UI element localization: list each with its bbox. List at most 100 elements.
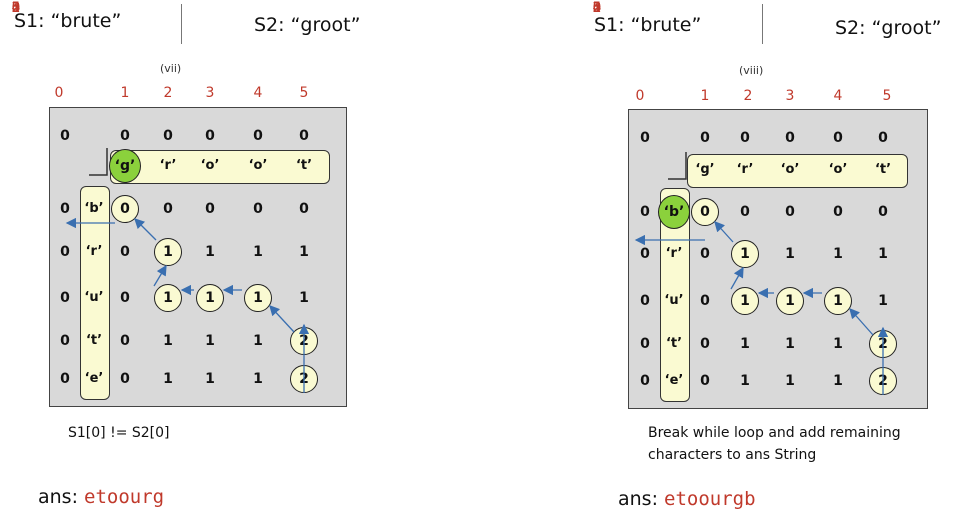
dp-cell: 0	[640, 293, 650, 309]
dp-cell: 1	[878, 293, 888, 309]
dp-cell-circled: 1	[196, 284, 224, 312]
dp-cell: 1	[205, 333, 215, 349]
dp-cell: 0	[60, 371, 70, 387]
note-text: S1[0] != S2[0]	[68, 425, 170, 441]
dp-cell: 0	[640, 336, 650, 352]
step-label: (viii)	[739, 64, 764, 77]
dp-cell: 0	[700, 336, 710, 352]
row-index: 1	[11, 0, 21, 16]
dp-cell: 0	[700, 373, 710, 389]
column-index: 0	[54, 85, 64, 101]
row-index: 4	[592, 0, 602, 16]
dp-cell: 1	[299, 244, 309, 260]
answer-label: ans:	[38, 486, 78, 508]
dp-cell: 0	[120, 244, 130, 260]
traceback-arrow	[849, 308, 874, 336]
row-index: 0	[592, 0, 602, 16]
dp-cell-circled: 1	[776, 287, 804, 315]
header-divider	[181, 4, 182, 44]
dp-cell: 0	[253, 128, 263, 144]
column-index: 2	[743, 88, 753, 104]
dp-cell: 1	[833, 373, 843, 389]
traceback-arrow	[714, 221, 734, 243]
traceback-arrow	[269, 305, 295, 333]
s2-char: ‘o’	[248, 158, 268, 173]
s2-char: ‘g’	[695, 162, 715, 177]
dp-cell: 1	[785, 246, 795, 262]
s1-char: ‘b’	[84, 201, 104, 216]
s1-char: ‘r’	[665, 246, 683, 261]
row-index: 1	[592, 0, 602, 16]
dp-cell: 1	[785, 373, 795, 389]
traceback-arrow	[134, 218, 157, 241]
dp-cell: 1	[833, 246, 843, 262]
dp-cell: 0	[60, 333, 70, 349]
row-index: 4	[11, 0, 21, 16]
column-index: 1	[700, 88, 710, 104]
dp-cell: 1	[253, 244, 263, 260]
dp-cell: 0	[740, 204, 750, 220]
dp-cell: 0	[640, 373, 650, 389]
dp-cell: 0	[60, 290, 70, 306]
dp-cell: 0	[740, 130, 750, 146]
traceback-arrow	[730, 266, 744, 290]
column-index: 3	[205, 85, 215, 101]
row-index: 0	[11, 0, 21, 16]
dp-cell: 0	[785, 130, 795, 146]
dp-cell-circled: 0	[111, 195, 139, 223]
s2-char-highlight: ‘g’	[109, 149, 141, 183]
column-index: 2	[163, 85, 173, 101]
dp-cell-circled: 1	[154, 238, 182, 266]
dp-cell: 0	[833, 130, 843, 146]
s2-label: S2: “groot”	[835, 17, 942, 39]
dp-cell: 1	[205, 371, 215, 387]
dp-cell: 1	[740, 336, 750, 352]
dp-cell: 0	[833, 204, 843, 220]
dp-cell-circled: 1	[824, 287, 852, 315]
dp-cell: 1	[878, 246, 888, 262]
dp-cell: 0	[700, 130, 710, 146]
s1-char: ‘u’	[84, 290, 104, 305]
corner-bracket	[668, 152, 687, 180]
s1-char-highlight: ‘b’	[658, 195, 690, 229]
s2-char: ‘t’	[874, 162, 892, 177]
dp-cell-circled: 1	[244, 284, 272, 312]
note-text: Break while loop and add remaining chara…	[648, 425, 901, 463]
header-divider	[762, 4, 763, 44]
answer: ans: etoourg	[38, 486, 164, 508]
dp-cell: 0	[253, 201, 263, 217]
s2-char: ‘o’	[780, 162, 800, 177]
s1-char: ‘u’	[664, 293, 684, 308]
dp-cell: 1	[299, 290, 309, 306]
dp-cell: 0	[640, 130, 650, 146]
dp-cell: 0	[878, 130, 888, 146]
dp-cell-circled: 1	[731, 287, 759, 315]
dp-cell: 0	[785, 204, 795, 220]
row-index: 5	[592, 0, 602, 16]
dp-cell: 1	[163, 371, 173, 387]
dp-cell-circled: 1	[154, 284, 182, 312]
s1-char: ‘e’	[664, 373, 684, 388]
dp-cell: 0	[700, 246, 710, 262]
s2-strip	[110, 150, 330, 184]
dp-cell: 0	[120, 333, 130, 349]
s2-char: ‘r’	[159, 158, 177, 173]
column-index: 3	[785, 88, 795, 104]
row-index: 5	[11, 0, 21, 16]
dp-cell: 0	[120, 128, 130, 144]
dp-cell: 1	[163, 333, 173, 349]
dp-cell: 0	[700, 293, 710, 309]
answer: ans:etoourgb	[618, 488, 756, 510]
answer-value: etoourg	[84, 486, 165, 508]
dp-cell: 0	[60, 128, 70, 144]
s1-char: ‘t’	[665, 336, 683, 351]
row-index: 2	[11, 0, 21, 16]
dp-cell: 0	[299, 201, 309, 217]
dp-cell: 0	[120, 371, 130, 387]
s1-char: ‘t’	[85, 333, 103, 348]
dp-cell: 0	[878, 204, 888, 220]
s2-char: ‘o’	[828, 162, 848, 177]
s2-char: ‘r’	[736, 162, 754, 177]
row-index: 3	[592, 0, 602, 16]
dp-cell: 1	[740, 373, 750, 389]
